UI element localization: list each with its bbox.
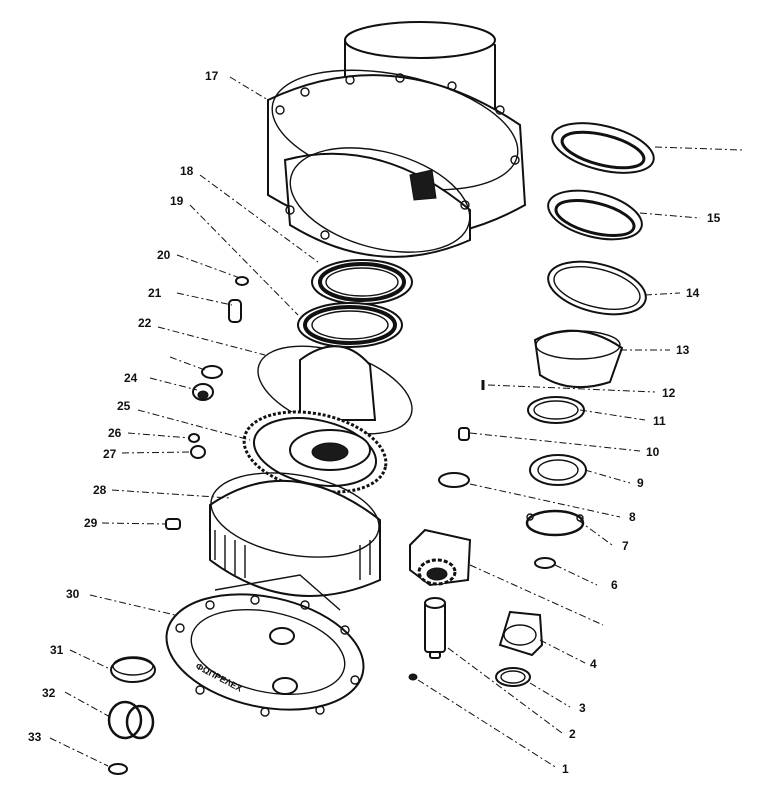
carrier-part-25 (242, 345, 388, 494)
ring-gear-part-28 (209, 472, 381, 597)
callout-14: 14 (686, 286, 700, 300)
callout-27: 27 (103, 447, 117, 461)
callout-25: 25 (117, 399, 131, 413)
callout-12: 12 (662, 386, 676, 400)
callout-8: 8 (629, 510, 636, 524)
callout-30: 30 (66, 587, 80, 601)
bearing-race-part-13 (533, 329, 624, 389)
washer-part-20 (235, 276, 249, 286)
sleeve-part-4 (498, 610, 544, 657)
shaft-part-2 (424, 597, 446, 659)
ball-part-6 (534, 557, 556, 569)
snap-ring-part-7 (525, 509, 585, 537)
housing-part-17 (267, 21, 527, 258)
bushing-part-24 (192, 383, 214, 401)
callout-11: 11 (653, 414, 666, 428)
callout-13: 13 (676, 343, 690, 357)
callout-18: 18 (180, 164, 194, 178)
callout-20: 20 (157, 248, 171, 262)
callout-32: 32 (42, 686, 56, 700)
plug-part-33 (108, 763, 128, 775)
callout-21: 21 (148, 286, 162, 300)
callout-22: 22 (138, 316, 152, 330)
thrust-washer-part-9 (529, 454, 587, 486)
callout-31: 31 (50, 643, 64, 657)
callout-7: 7 (622, 539, 629, 553)
callout-labels: 17 18 19 20 21 22 24 25 26 27 28 29 30 3… (28, 69, 721, 776)
snap-ring-part-11 (527, 396, 585, 424)
washer-part-8 (438, 472, 470, 488)
bearing-part-18 (311, 259, 413, 305)
callout-33: 33 (28, 730, 42, 744)
callout-2: 2 (569, 727, 576, 741)
callout-6: 6 (611, 578, 618, 592)
callout-15: 15 (707, 211, 721, 225)
callout-3: 3 (579, 701, 586, 715)
callout-4: 4 (590, 657, 597, 671)
ring-part-23 (201, 365, 223, 379)
seal-part-15 (547, 189, 643, 241)
callout-19: 19 (170, 194, 184, 208)
callout-10: 10 (646, 445, 660, 459)
callout-26: 26 (108, 426, 122, 440)
nut-part-27 (190, 445, 206, 459)
callout-29: 29 (84, 516, 98, 530)
callout-1: 1 (562, 762, 569, 776)
callout-24: 24 (124, 371, 138, 385)
pin-part-29 (165, 518, 181, 530)
callout-17: 17 (205, 69, 219, 83)
pin-part-10 (458, 427, 470, 441)
bearing-part-19 (297, 302, 403, 348)
ring-part-14 (547, 260, 647, 316)
callout-28: 28 (93, 483, 107, 497)
cover-part-30: ΦΩΠΡΕΛΕΧ (165, 574, 365, 717)
callout-9: 9 (637, 476, 644, 490)
pinion-gear-part-5 (409, 528, 472, 587)
pin-part-1 (408, 673, 418, 681)
leader-lines (49, 76, 743, 769)
ring-part-3 (495, 667, 531, 687)
pin-part-21 (228, 299, 242, 323)
seal-part-16 (551, 122, 655, 174)
snap-rings-part-32 (107, 700, 155, 740)
ball-part-26 (188, 433, 200, 443)
ring-part-31 (110, 656, 156, 683)
